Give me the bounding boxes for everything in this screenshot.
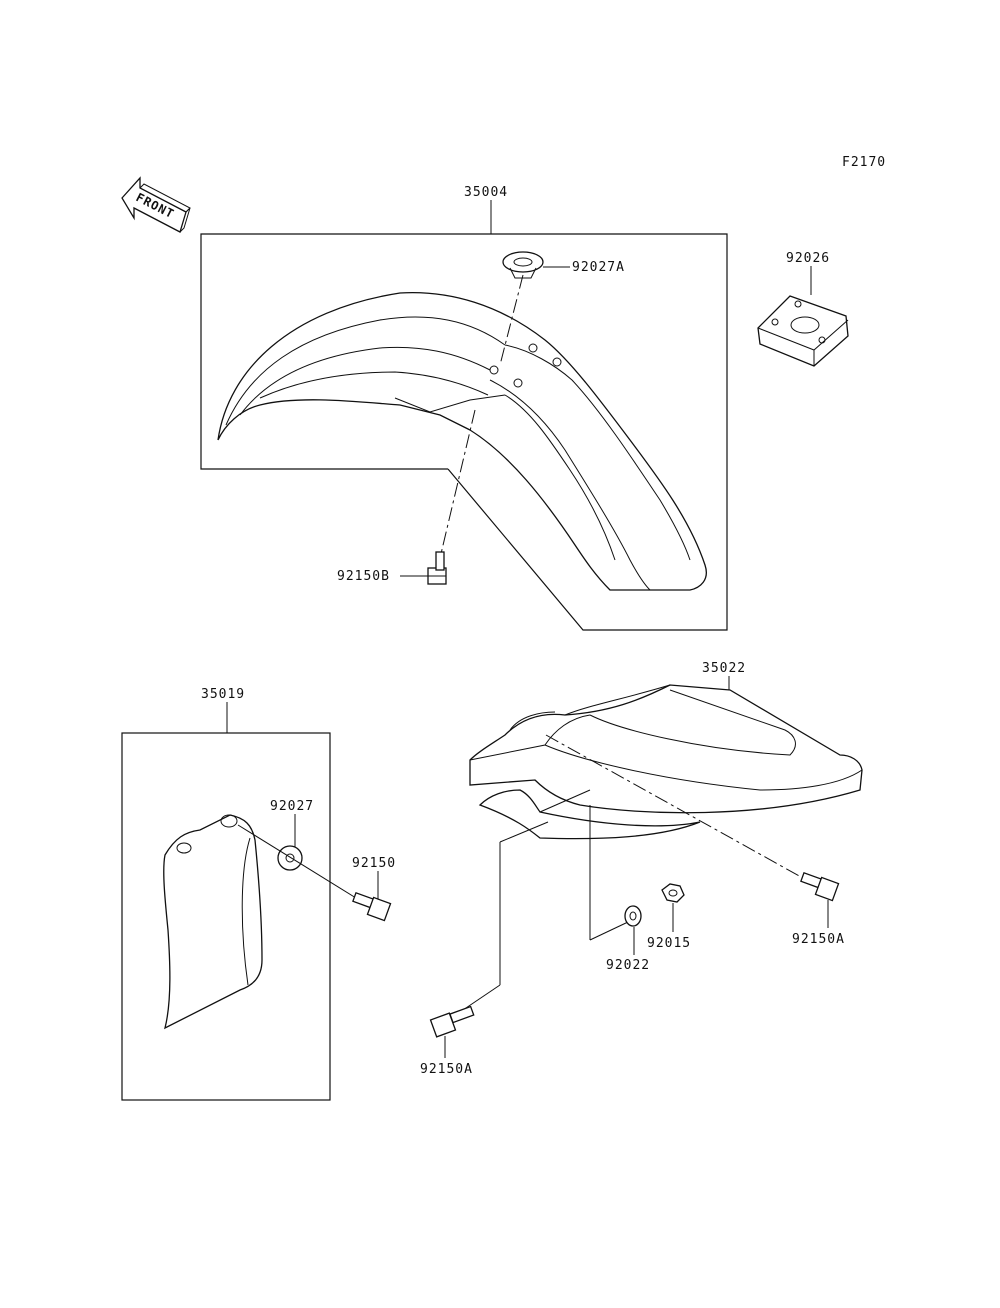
label-35022: 35022 — [702, 661, 746, 676]
label-92150: 92150 — [352, 856, 396, 871]
frame-35019 — [121, 732, 331, 1101]
nut-92015 — [661, 883, 685, 903]
label-92027A: 92027A — [572, 260, 625, 275]
label-92150A-left: 92150A — [420, 1062, 473, 1077]
label-92015: 92015 — [647, 936, 691, 951]
frame-35004 — [200, 233, 728, 631]
bolt-92150 — [352, 891, 392, 922]
figure-code: F2170 — [842, 155, 886, 170]
grommet-92027A — [502, 251, 544, 279]
rear-fender — [459, 684, 863, 1013]
leader-92027-bolt — [237, 824, 357, 899]
label-35019: 35019 — [201, 687, 245, 702]
label-92022: 92022 — [606, 958, 650, 973]
label-92027: 92027 — [270, 799, 314, 814]
mud-flap — [163, 814, 263, 1030]
bolt-92150A-right — [800, 871, 840, 902]
front-arrow-icon: FRONT — [121, 176, 191, 233]
label-92150A-right: 92150A — [792, 932, 845, 947]
label-92150B: 92150B — [337, 569, 390, 584]
front-fender — [217, 274, 707, 591]
rubber-block-92026 — [757, 295, 849, 367]
washer-92022 — [624, 905, 642, 927]
bolt-92150A-left — [429, 1005, 475, 1038]
bolt-92150B — [427, 551, 447, 585]
label-35004: 35004 — [464, 185, 508, 200]
label-92026: 92026 — [786, 251, 830, 266]
grommet-92027 — [277, 845, 303, 871]
